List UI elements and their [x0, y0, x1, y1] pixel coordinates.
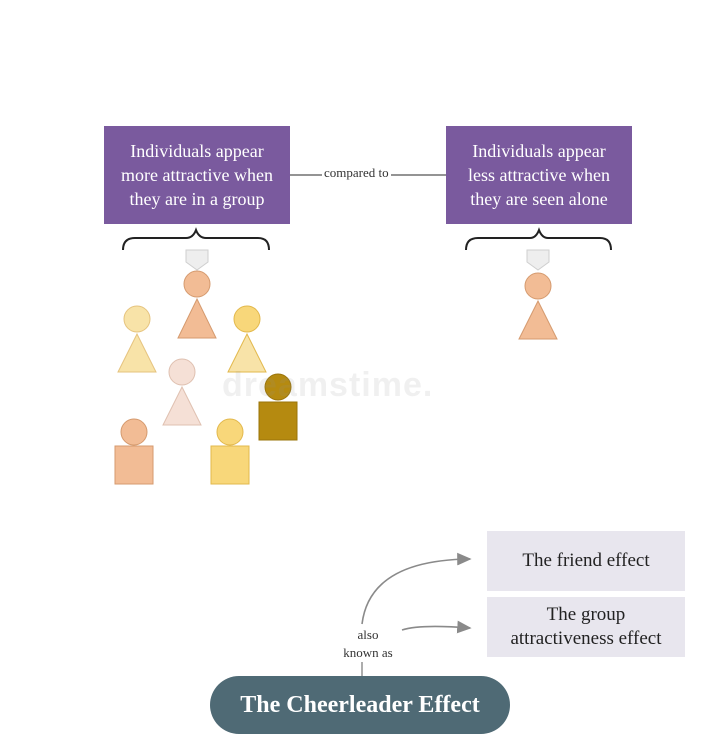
alone-attractive-box: Individuals appear less attractive when …: [446, 126, 632, 224]
group-figure-7: [210, 418, 250, 485]
group-figure-2: [117, 305, 157, 373]
group-attractive-box: Individuals appear more attractive when …: [104, 126, 290, 224]
cheerleader-effect-pill: The Cheerleader Effect: [210, 676, 510, 734]
arrow-to-friend-effect: [361, 552, 472, 625]
group-figure-1: [177, 270, 217, 339]
left-group-brace: [122, 227, 270, 251]
watermark-text: dreamstime.: [222, 366, 434, 404]
also-known-as-label: also known as: [343, 627, 393, 660]
friend-effect-box: The friend effect: [487, 531, 685, 591]
compared-to-label: compared to: [322, 165, 391, 181]
group-figure-4: [162, 358, 202, 426]
right-single-brace: [465, 227, 612, 251]
group-figure-6: [114, 418, 154, 485]
right-pointer-tab: [526, 249, 550, 271]
group-figure-3: [227, 305, 267, 373]
single-figure: [518, 272, 558, 340]
group-attractive-text: Individuals appear more attractive when …: [121, 141, 273, 209]
group-attractiveness-text: The group attractiveness effect: [510, 604, 662, 649]
left-pointer-tab: [185, 249, 209, 271]
cheerleader-effect-title: The Cheerleader Effect: [240, 691, 480, 718]
friend-effect-text: The friend effect: [522, 550, 650, 571]
group-attractiveness-box: The group attractiveness effect: [487, 597, 685, 657]
arrow-to-group-effect: [401, 620, 472, 634]
group-figure-5: [258, 373, 298, 441]
alone-attractive-text: Individuals appear less attractive when …: [468, 141, 610, 209]
